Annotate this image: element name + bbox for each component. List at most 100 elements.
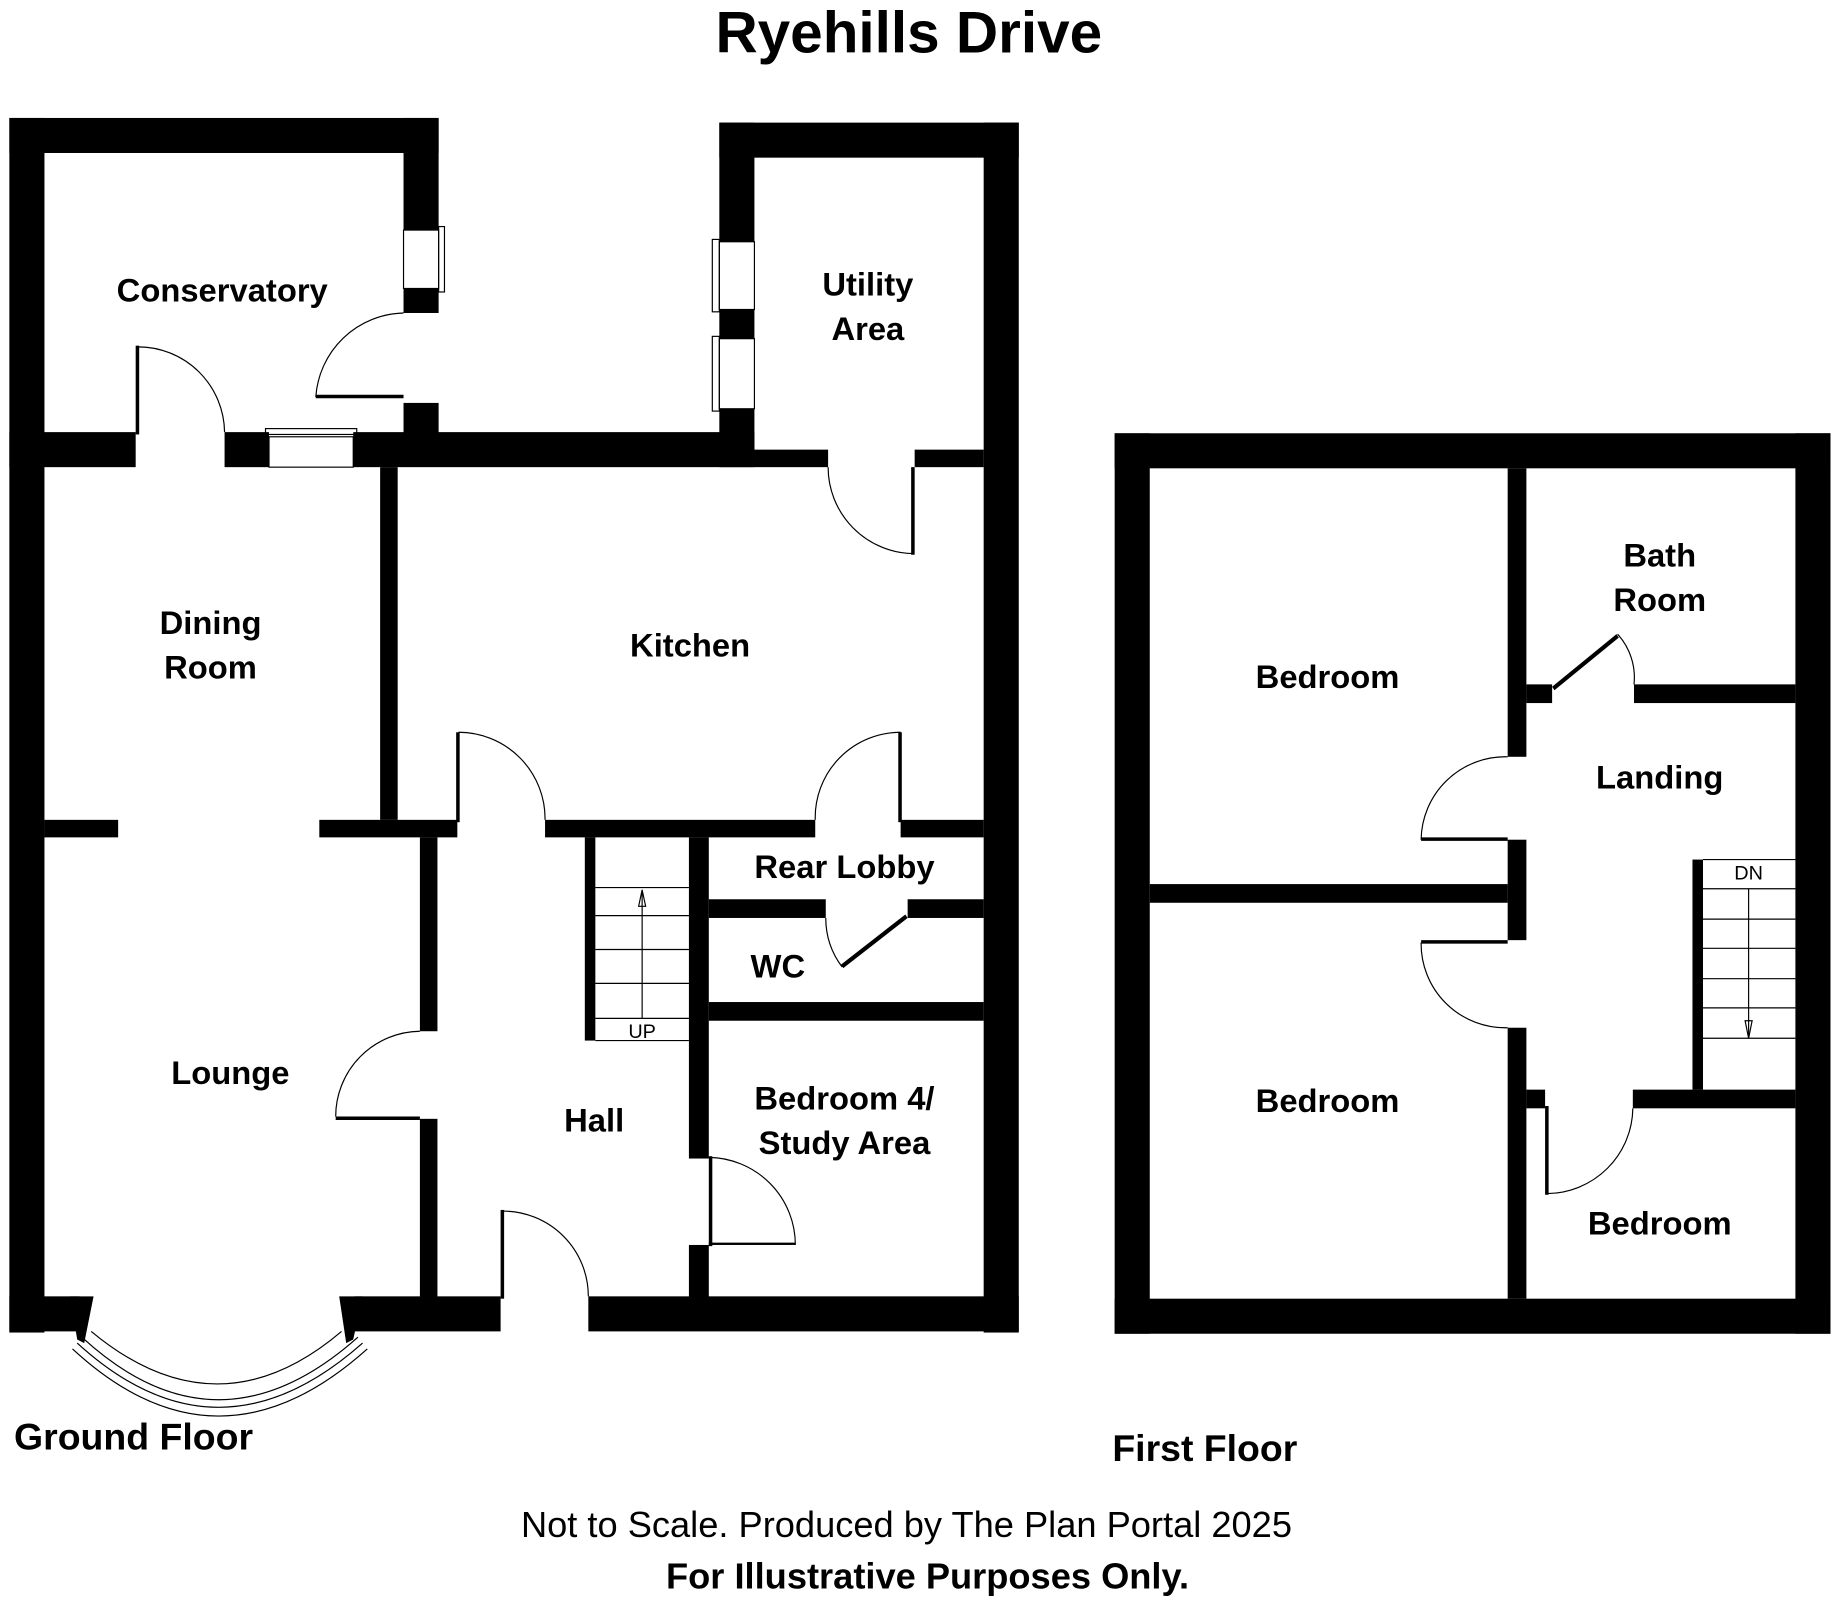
wall xyxy=(353,432,755,468)
door-leaf xyxy=(456,732,460,823)
door-leaf xyxy=(1421,940,1508,944)
window xyxy=(268,436,354,468)
window xyxy=(718,241,756,311)
wall xyxy=(1526,684,1553,704)
wall xyxy=(1114,433,1150,1334)
door-leaf xyxy=(1552,634,1619,691)
room-label-bedroom-4: Bedroom 4/ xyxy=(754,1080,934,1117)
wall xyxy=(9,432,136,468)
window-frame xyxy=(264,428,358,436)
wall xyxy=(1114,1298,1831,1334)
wall xyxy=(44,819,119,838)
wall xyxy=(1507,468,1527,757)
room-label-utility-2: Area xyxy=(831,310,905,347)
room-label-hall: Hall xyxy=(564,1102,624,1139)
wall xyxy=(1692,859,1703,1090)
wall xyxy=(914,449,984,468)
wall xyxy=(1507,839,1527,941)
door-leaf xyxy=(708,1242,796,1245)
wall xyxy=(403,117,439,231)
window-frame xyxy=(711,335,720,412)
room-label-utility: Utility xyxy=(822,265,914,302)
wall xyxy=(1526,1089,1546,1109)
door-leaf xyxy=(135,345,140,435)
room-label-study-area: Study Area xyxy=(759,1124,931,1161)
door-swing xyxy=(1547,1108,1634,1195)
door-swing xyxy=(458,731,546,820)
wall xyxy=(380,467,398,820)
room-label-bedroom: Bedroom xyxy=(1256,1082,1400,1119)
door-swing xyxy=(708,1156,796,1245)
wall xyxy=(354,1296,501,1332)
wall xyxy=(224,432,270,468)
ground-floor-plan: UP Conservatory Utilit xyxy=(9,117,1019,1457)
door-swing xyxy=(814,731,901,820)
arrow-head-icon xyxy=(637,889,647,907)
door-swing xyxy=(1420,942,1508,1029)
wall xyxy=(1149,884,1508,903)
window-frame xyxy=(438,225,446,293)
floor-label-first: First Floor xyxy=(1112,1427,1297,1469)
wall xyxy=(319,819,458,838)
wall xyxy=(584,837,596,1041)
window-frame xyxy=(711,238,720,313)
first-floor-plan: DN Bedroom Bath Room Landing Bedroom Bed… xyxy=(1112,433,1831,1469)
door-swing xyxy=(138,346,226,433)
plan-title: Ryehills Drive xyxy=(715,1,1102,66)
wall xyxy=(719,122,1019,158)
staircase: UP xyxy=(595,887,689,1043)
room-label-bedroom: Bedroom xyxy=(1588,1204,1732,1241)
door-leaf xyxy=(840,914,908,969)
door-leaf xyxy=(1421,837,1508,841)
wall xyxy=(9,1296,80,1332)
stairs-down-label: DN xyxy=(1734,862,1763,884)
wall xyxy=(900,819,984,838)
door-swing xyxy=(335,1030,420,1117)
room-label-bath-room: Room xyxy=(1613,581,1706,618)
door-leaf xyxy=(1545,1105,1549,1195)
room-label-rear-lobby: Rear Lobby xyxy=(754,848,935,885)
wall xyxy=(1632,1089,1796,1109)
wall xyxy=(719,122,755,242)
door-swing xyxy=(1420,756,1508,840)
room-label-lounge: Lounge xyxy=(171,1054,289,1091)
wall xyxy=(688,1244,709,1302)
disclaimer-text: Not to Scale. Produced by The Plan Porta… xyxy=(521,1504,1292,1545)
wall xyxy=(1633,684,1796,704)
room-label-wc: WC xyxy=(751,948,806,985)
wall xyxy=(545,819,816,838)
arrow-head-icon xyxy=(1744,1020,1753,1039)
room-label-landing: Landing xyxy=(1596,758,1723,795)
bay-window xyxy=(70,1296,368,1417)
room-label-conservatory: Conservatory xyxy=(117,271,329,308)
staircase: DN xyxy=(1703,858,1796,1039)
room-label-bedroom: Bedroom xyxy=(1256,658,1400,695)
room-label-dining: Dining xyxy=(160,604,262,641)
door-swing xyxy=(827,467,914,555)
wall xyxy=(719,309,755,339)
door-leaf xyxy=(911,467,915,555)
wall xyxy=(419,837,438,1032)
door-leaf xyxy=(898,732,902,823)
wall xyxy=(907,899,984,918)
window xyxy=(718,338,756,410)
door-swing xyxy=(1617,633,1635,685)
wall xyxy=(983,122,1019,1333)
window xyxy=(402,229,440,290)
wall xyxy=(719,408,755,468)
wall xyxy=(754,449,829,468)
wall xyxy=(9,117,439,153)
wall xyxy=(403,288,439,313)
wall xyxy=(9,117,45,1333)
door-leaf xyxy=(500,1209,505,1299)
wall xyxy=(419,1118,438,1302)
door-leaf xyxy=(315,394,404,399)
wall xyxy=(588,1296,1019,1332)
wall xyxy=(1114,433,1831,469)
wall xyxy=(708,1002,984,1021)
wall xyxy=(1795,433,1831,1334)
room-label-kitchen: Kitchen xyxy=(630,626,750,663)
door-swing xyxy=(315,312,404,398)
door-swing xyxy=(825,917,843,968)
